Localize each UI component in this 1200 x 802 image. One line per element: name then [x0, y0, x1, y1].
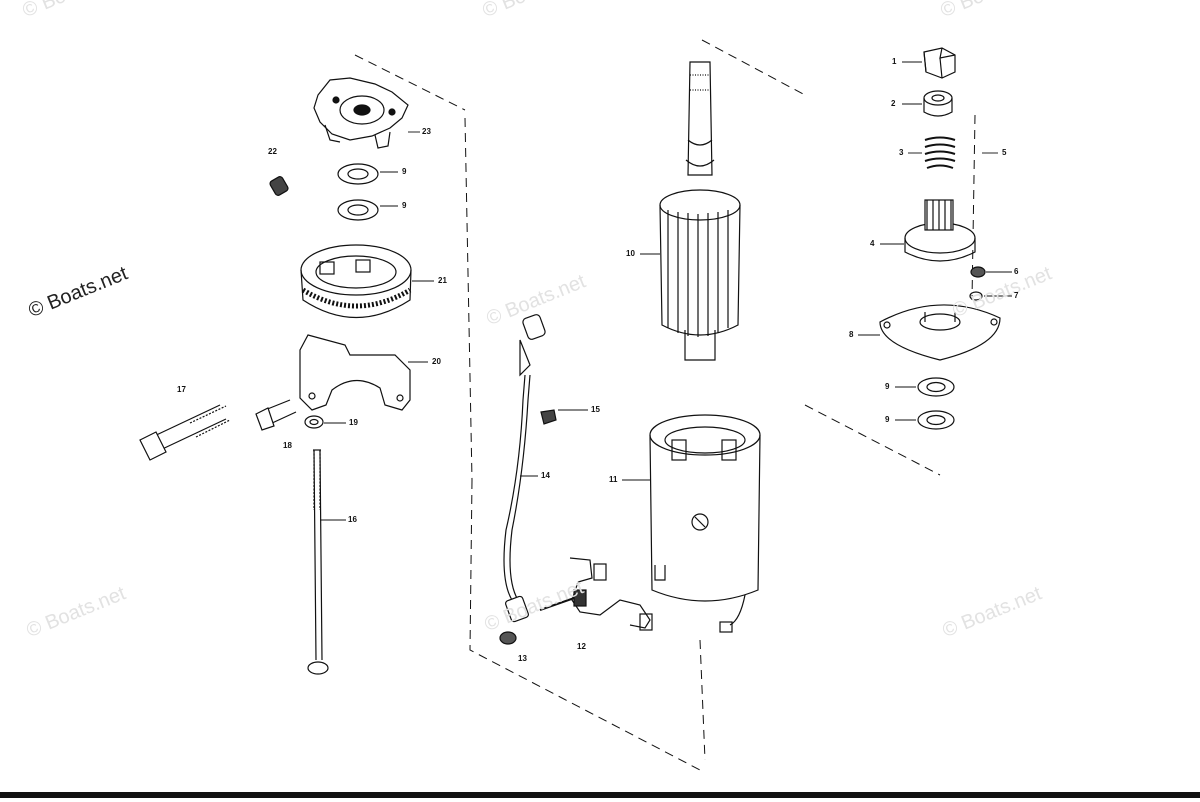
lower-end-plate — [879, 304, 1001, 361]
callout-9: 9 — [885, 382, 890, 391]
callout-17: 17 — [177, 385, 186, 394]
small-washer — [969, 291, 983, 301]
callout-16: 16 — [348, 515, 357, 524]
field-magnet-ring — [300, 244, 412, 318]
callout-23: 23 — [422, 127, 431, 136]
lead-wire — [503, 314, 546, 623]
callout-13: 13 — [518, 654, 527, 663]
callout-1: 1 — [892, 57, 897, 66]
callout-22: 22 — [268, 147, 277, 156]
callout-7: 7 — [1014, 291, 1019, 300]
thrust-washer — [917, 377, 955, 397]
brush-holder-assembly — [539, 557, 653, 631]
callout-18: 18 — [283, 441, 292, 450]
thrust-washer — [917, 410, 955, 430]
callout-21: 21 — [438, 276, 447, 285]
small-nut — [970, 266, 986, 278]
thrust-washer — [337, 163, 379, 185]
end-cap-plate — [313, 77, 409, 149]
thrust-washer — [337, 199, 379, 221]
callout-10: 10 — [626, 249, 635, 258]
callout-12: 12 — [577, 642, 586, 651]
callout-11: 11 — [609, 475, 618, 484]
callout-14: 14 — [541, 471, 550, 480]
wire-clip — [540, 409, 557, 425]
callout-leader-lines — [320, 61, 1012, 521]
callout-15: 15 — [591, 405, 600, 414]
callout-9: 9 — [402, 167, 407, 176]
callout-3: 3 — [899, 148, 904, 157]
mounting-bracket — [299, 334, 411, 411]
callout-8: 8 — [849, 330, 854, 339]
callout-2: 2 — [891, 99, 896, 108]
through-bolt — [307, 449, 329, 675]
pinion-nut — [923, 47, 956, 79]
anti-drift-spring — [924, 136, 956, 169]
callout-6: 6 — [1014, 267, 1019, 276]
callout-9: 9 — [885, 415, 890, 424]
callout-19: 19 — [349, 418, 358, 427]
field-frame-housing — [649, 414, 761, 633]
assembly-axis-lines — [354, 39, 976, 771]
callout-5: 5 — [1002, 148, 1007, 157]
lock-washer — [304, 415, 324, 429]
page-bottom-rule — [0, 792, 1200, 798]
short-bolt — [255, 399, 297, 431]
long-bolt — [139, 404, 231, 461]
armature — [659, 61, 741, 361]
callout-20: 20 — [432, 357, 441, 366]
set-screw — [269, 176, 289, 196]
spacer — [923, 90, 953, 117]
callout-9: 9 — [402, 201, 407, 210]
hex-nut — [499, 631, 517, 645]
drive-pinion — [904, 199, 976, 262]
callout-4: 4 — [870, 239, 875, 248]
